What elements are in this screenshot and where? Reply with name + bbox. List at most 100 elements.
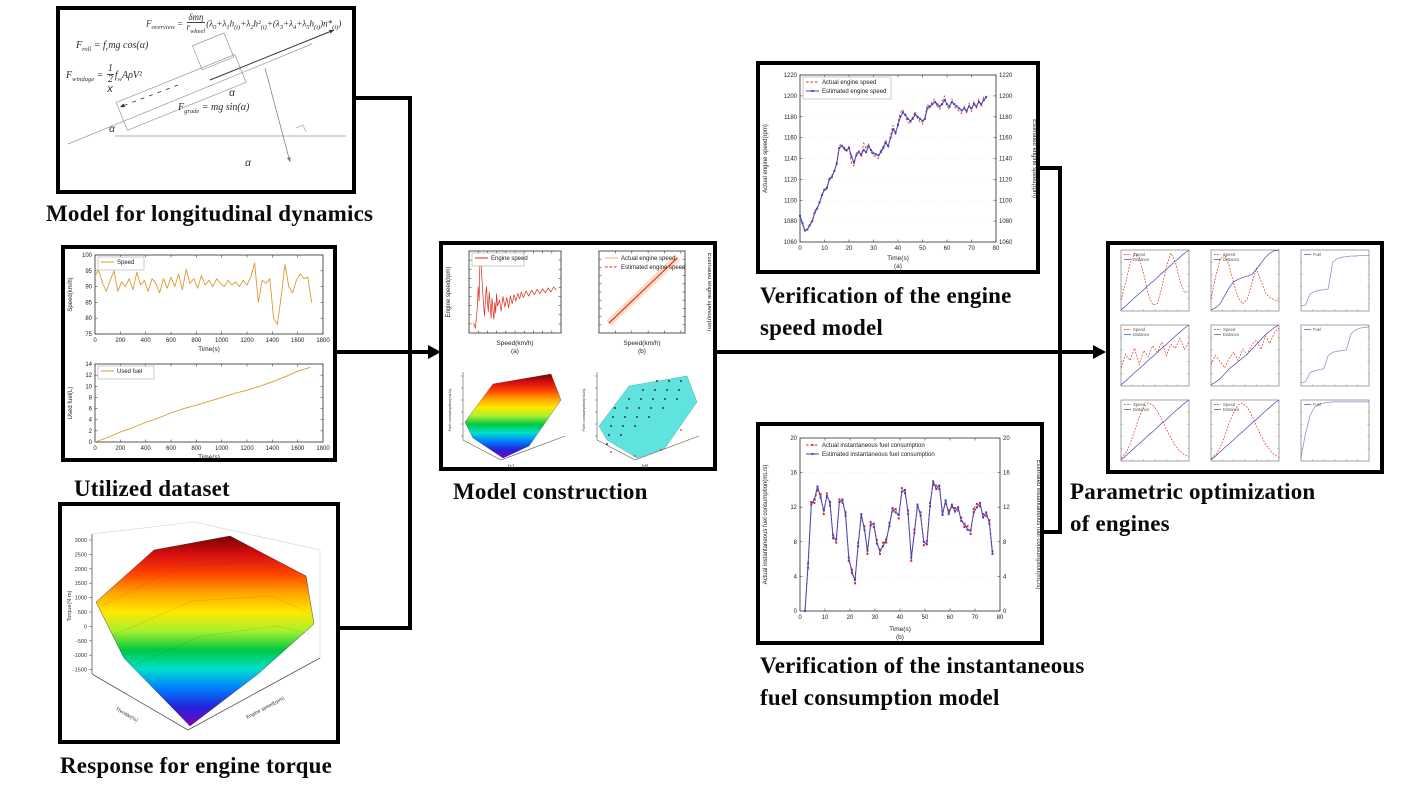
panel-model-construction: Speed(km/h)(a)Engine speed(rpm)Engine sp… [439, 241, 717, 471]
svg-text:1140: 1140 [999, 157, 1013, 163]
caption-verification-speed-line1: Verification of the engine [760, 283, 1012, 308]
arrowhead-into-construction [428, 345, 441, 359]
svg-text:1100: 1100 [784, 198, 798, 204]
caption-verification-speed: Verification of the engine speed model [760, 280, 1012, 343]
svg-text:85: 85 [85, 300, 92, 306]
svg-text:Engine speed(rpm): Engine speed(rpm) [245, 695, 286, 720]
svg-text:1080: 1080 [999, 219, 1013, 225]
svg-text:Speed: Speed [1223, 402, 1236, 407]
svg-text:4: 4 [1003, 574, 1007, 580]
svg-text:12: 12 [85, 373, 92, 379]
surface-torque: 300025002000150010005000-500-1000-1500To… [67, 521, 321, 731]
svg-text:Distance: Distance [1133, 257, 1150, 262]
svg-text:(b): (b) [638, 348, 646, 355]
svg-text:1000: 1000 [215, 446, 229, 452]
arrowhead-into-parametric [1093, 345, 1106, 359]
caption-torque: Response for engine torque [60, 753, 333, 778]
chart-construction-a: Speed(km/h)(a)Engine speed(rpm)Engine sp… [446, 250, 562, 355]
svg-text:600: 600 [166, 338, 177, 344]
svg-text:12: 12 [790, 505, 797, 511]
svg-text:70: 70 [972, 615, 979, 621]
surface-construction-c: Fuel consumption(mL/s) (c) [447, 372, 566, 470]
caption-verification-speed-line2: speed model [760, 314, 883, 340]
svg-text:1200: 1200 [784, 94, 798, 100]
svg-text:20: 20 [847, 615, 854, 621]
connector-into-construction [337, 350, 431, 354]
svg-text:1060: 1060 [999, 240, 1013, 246]
svg-text:Fuel: Fuel [1313, 402, 1321, 407]
svg-text:95: 95 [85, 269, 92, 275]
svg-text:500: 500 [78, 610, 87, 616]
svg-text:1400: 1400 [266, 446, 280, 452]
connector-longitudinal-out [353, 96, 412, 100]
svg-text:800: 800 [191, 338, 202, 344]
svg-text:Fuel consumption(mL/s): Fuel consumption(mL/s) [447, 388, 452, 432]
svg-text:1160: 1160 [784, 136, 798, 142]
svg-text:20: 20 [1003, 436, 1010, 442]
svg-text:Time(s): Time(s) [889, 626, 911, 633]
svg-text:0: 0 [798, 615, 802, 621]
svg-text:0: 0 [84, 624, 87, 630]
svg-text:0: 0 [93, 446, 97, 452]
optimization-mini-plot: Fuel [1300, 324, 1370, 387]
svg-text:Estimated engine speed: Estimated engine speed [822, 89, 886, 95]
svg-text:20: 20 [846, 246, 853, 252]
svg-text:75: 75 [85, 332, 92, 338]
svg-text:Estimated engine speed(rpm): Estimated engine speed(rpm) [706, 253, 711, 332]
svg-text:16: 16 [790, 471, 797, 477]
svg-text:Speed: Speed [1133, 252, 1146, 257]
svg-text:30: 30 [870, 246, 877, 252]
svg-text:α: α [245, 158, 251, 169]
svg-text:10: 10 [821, 246, 828, 252]
svg-text:1160: 1160 [999, 136, 1013, 142]
svg-text:α: α [109, 124, 115, 135]
caption-dataset: Utilized dataset [74, 476, 230, 501]
svg-text:Time(s): Time(s) [198, 454, 220, 461]
svg-text:Actual instantaneous fuel cons: Actual instantaneous fuel consumption(mL… [763, 465, 769, 585]
svg-text:16: 16 [1003, 471, 1010, 477]
svg-text:Engine speed: Engine speed [491, 256, 528, 262]
connector-left-vertical [408, 96, 412, 630]
svg-text:Distance: Distance [1223, 407, 1240, 412]
svg-text:Fuel consumption(mL/s): Fuel consumption(mL/s) [581, 388, 586, 432]
svg-text:Estimated engine speed: Estimated engine speed [621, 265, 685, 271]
svg-text:Throttle(%): Throttle(%) [114, 706, 139, 724]
svg-text:0: 0 [798, 246, 802, 252]
connector-construction-to-parametric [715, 350, 1095, 354]
svg-text:Speed: Speed [117, 260, 134, 266]
svg-text:1000: 1000 [75, 596, 87, 602]
svg-text:Distance: Distance [1133, 332, 1150, 337]
svg-text:50: 50 [922, 615, 929, 621]
svg-text:40: 40 [897, 615, 904, 621]
svg-text:3000: 3000 [75, 538, 87, 544]
svg-text:Actual engine speed: Actual engine speed [822, 80, 876, 86]
svg-text:Speed(km/h): Speed(km/h) [496, 340, 533, 347]
svg-text:1180: 1180 [784, 115, 798, 121]
svg-text:6: 6 [89, 407, 93, 413]
svg-text:80: 80 [993, 246, 1000, 252]
svg-text:Fuel: Fuel [1313, 252, 1321, 257]
svg-text:50: 50 [919, 246, 926, 252]
svg-text:(c): (c) [508, 464, 515, 470]
caption-longitudinal: Model for longitudinal dynamics [46, 201, 374, 226]
svg-text:0: 0 [93, 338, 97, 344]
svg-text:4: 4 [89, 418, 93, 424]
caption-parametric-line2: of engines [1070, 510, 1170, 536]
svg-text:-1500: -1500 [73, 668, 87, 674]
svg-text:1220: 1220 [999, 73, 1013, 79]
caption-construction: Model construction [453, 479, 648, 504]
svg-text:Fuel: Fuel [1313, 327, 1321, 332]
svg-text:40: 40 [895, 246, 902, 252]
svg-text:Speed(km/h): Speed(km/h) [68, 277, 74, 311]
optimization-mini-plot: Fuel [1300, 399, 1370, 462]
svg-text:90: 90 [85, 285, 92, 291]
svg-text:1140: 1140 [784, 157, 798, 163]
caption-verification-fuel-line1: Verification of the instantaneous [760, 653, 1085, 678]
caption-verification-fuel-line2: fuel consumption model [760, 684, 1000, 710]
